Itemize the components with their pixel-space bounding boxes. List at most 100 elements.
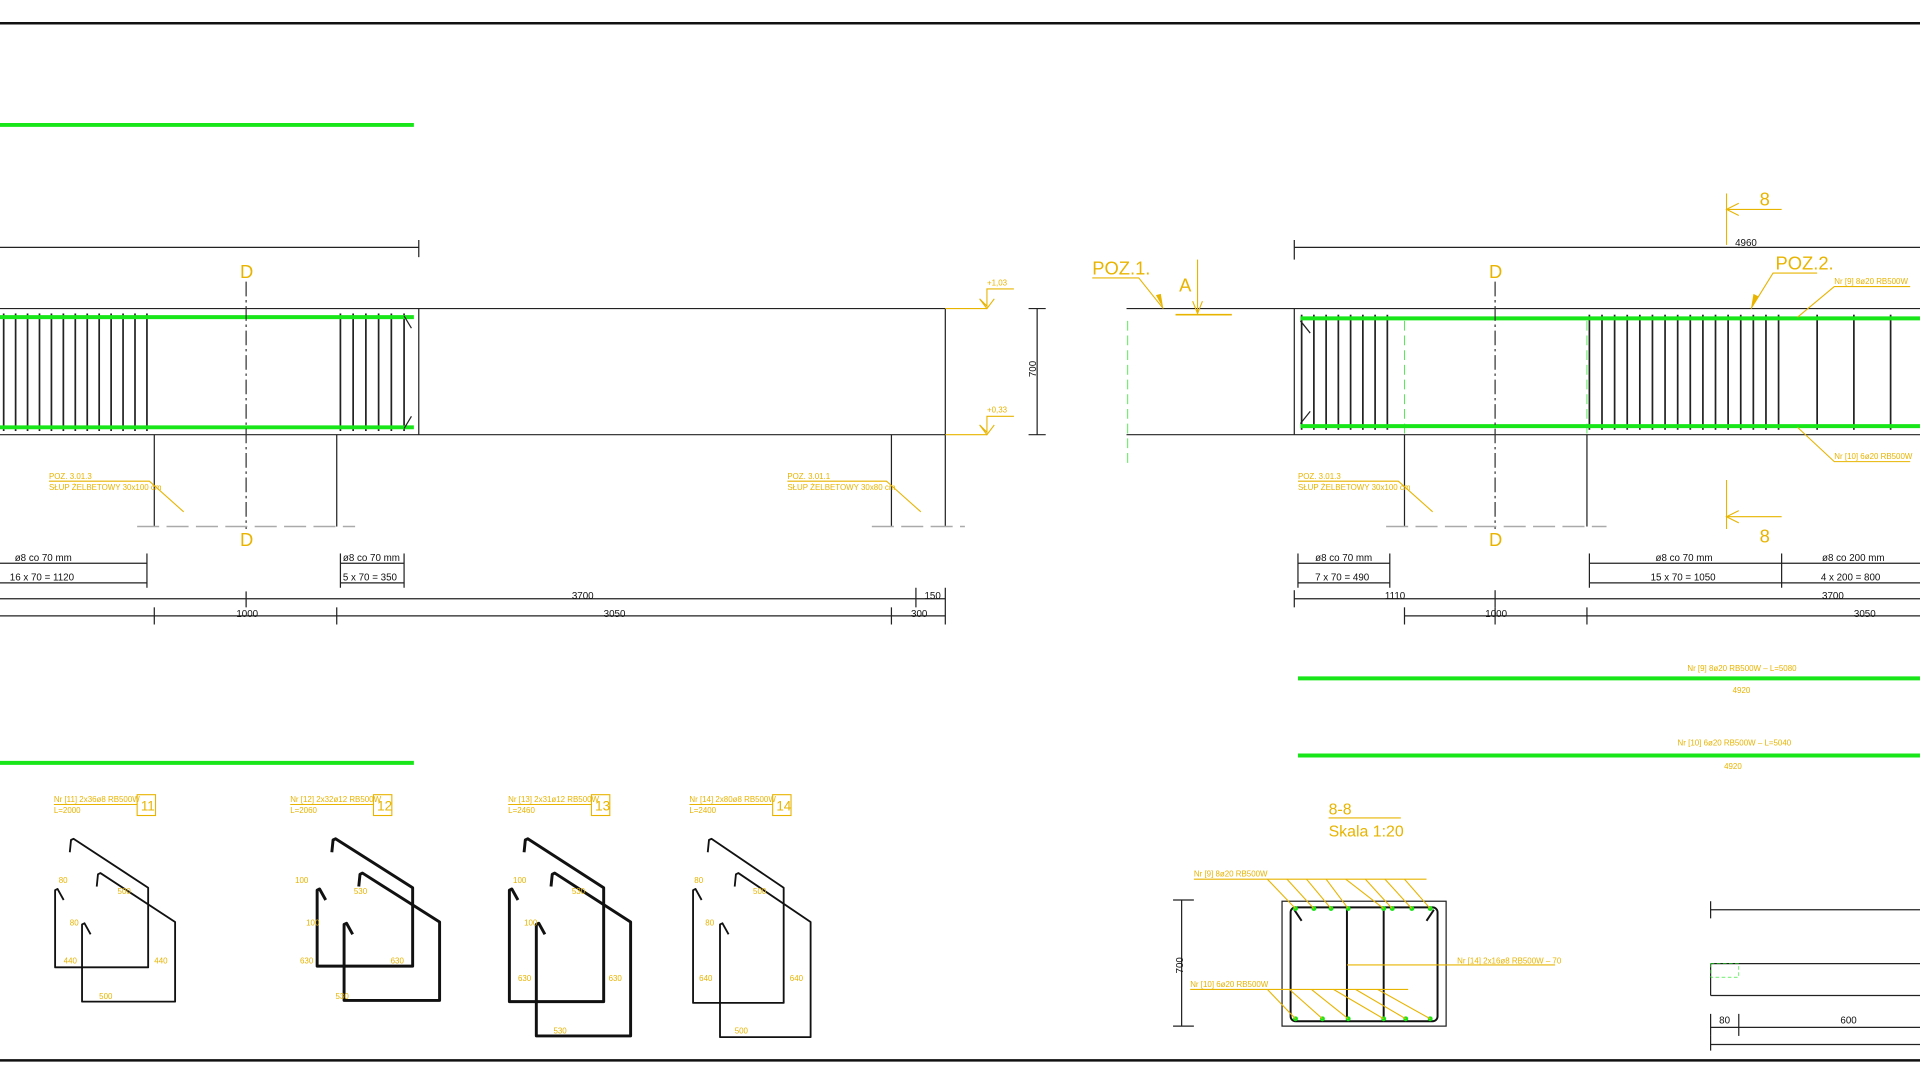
stirrup-mark: 13 [595, 799, 610, 814]
left-beam-elevation: D D POZ. 3.01.3 SŁUP ŻELBETOWY 30x100 cm… [0, 240, 1046, 625]
dim-value: 1000 [1485, 609, 1507, 620]
stirrup-length: L=2460 [508, 806, 535, 815]
stirrup-dim: 640 [790, 974, 804, 983]
stirrup-dim: 630 [518, 974, 532, 983]
stirrup-spacing: ø8 co 200 mm [1822, 553, 1885, 564]
stirrup-dim: 100 [513, 876, 527, 885]
column-pos-label: POZ. 3.01.3 [1298, 472, 1341, 481]
dim-value: 1110 [1385, 591, 1406, 602]
stirrup-label: Nr [14] 2x80ø8 RB500W [689, 795, 776, 804]
stirrup-length: L=2060 [290, 806, 317, 815]
bottom-bar-label: Nr [10] 6ø20 RB500W [1834, 452, 1913, 461]
top-bars-label: Nr [9] 8ø20 RB500W [1194, 870, 1268, 879]
detail-dim: 80 [1719, 1016, 1730, 1027]
stirrup-length: L=2400 [689, 806, 716, 815]
stirrup-spacing: ø8 co 70 mm [15, 553, 72, 564]
stirrup-bar [534, 871, 633, 1038]
stirrup-dim: 80 [705, 919, 714, 928]
stirrup-dim: 80 [70, 919, 79, 928]
dim-value: 3050 [604, 609, 626, 620]
dim-value: 3700 [1822, 591, 1844, 602]
stirrup-count: 15 x 70 = 1050 [1651, 572, 1717, 583]
stirrup-dim: 640 [699, 974, 713, 983]
dim-value: 1000 [236, 609, 258, 620]
stirrup-dim: 100 [306, 919, 320, 928]
right-beam-elevation: 4960 POZ.1. A 8 8 POZ.2. Nr [9] 8ø20 RB5… [1092, 189, 1920, 625]
stirrup-dim: 500 [735, 1026, 749, 1035]
bar-label: Nr [9] 8ø20 RB500W – L=5080 [1687, 664, 1797, 673]
stirrup-count: 4 x 200 = 800 [1821, 572, 1881, 583]
section-8-8: 8-8 Skala 1:20 700 Nr [9] 8ø20 RB500W Nr… [1173, 801, 1562, 1027]
stirrup-shape-11: Nr [11] 2x36ø8 RB500W L=2000 11 80 500 80 440 4… [53, 794, 177, 1003]
stirrup-spacing: ø8 co 70 mm [343, 553, 400, 564]
bar-schedule: Nr [9] 8ø20 RB500W – L=5080 4920 Nr [10]… [1297, 664, 1920, 771]
section-8-label: 8 [1760, 525, 1770, 546]
stirrup-spacing: ø8 co 70 mm [1315, 553, 1372, 564]
axis-label-top: D [240, 261, 253, 282]
detail-dim: 600 [1840, 1016, 1857, 1027]
section-a-label: A [1179, 274, 1192, 295]
stirrup-shapes: Nr [11] 2x36ø8 RB500W L=2000 11 80 500 80 440 4… [53, 794, 812, 1039]
stirrup-dim: 440 [64, 957, 78, 966]
section-8-label: 8 [1760, 189, 1770, 210]
stirrup-dim: 500 [118, 887, 132, 896]
overall-dim: 4960 [1735, 238, 1757, 249]
axis-label-top: D [1489, 261, 1502, 282]
axis-label-bottom: D [1489, 529, 1502, 550]
dim-value: 3700 [572, 591, 594, 602]
stirrup-dim: 500 [753, 887, 767, 896]
stirrup-dim: 530 [336, 992, 350, 1001]
column-pos-label: POZ. 3.01.3 [49, 472, 92, 481]
stirrup-dim: 80 [694, 876, 703, 885]
stirrup-dim: 530 [572, 887, 586, 896]
column-desc-label: SŁUP ŻELBETOWY 30x80 cm [787, 483, 895, 492]
column-pos-label: POZ. 3.01.1 [787, 472, 830, 481]
level-top: +1,03 [987, 278, 1008, 287]
stirrup-dim: 80 [59, 876, 68, 885]
top-bar-label: Nr [9] 8ø20 RB500W [1834, 277, 1908, 286]
stirrup-dim: 530 [354, 887, 368, 896]
stirrup-label: Nr [13] 2x31ø12 RB500W [508, 795, 599, 804]
stirrup-bar [719, 872, 812, 1039]
bar-length: 4920 [1733, 686, 1751, 695]
column-desc-label: SŁUP ŻELBETOWY 30x100 cm [49, 483, 162, 492]
dim-value: 3050 [1854, 609, 1876, 620]
stirrup-mark: 14 [776, 799, 791, 814]
section-title: 8-8 [1329, 801, 1352, 818]
bar-label: Nr [10] 6ø20 RB500W – L=5040 [1678, 739, 1792, 748]
stirrup-label: Nr [11] 2x36ø8 RB500W [54, 795, 140, 804]
section-scale: Skala 1:20 [1329, 823, 1404, 840]
stirrup-dim: 530 [553, 1026, 567, 1035]
stirrup-shape-13: Nr [13] 2x31ø12 RB500W L=2460 13 100 530 100 6… [507, 794, 633, 1038]
stirrup-bar [54, 837, 150, 969]
column-desc-label: SŁUP ŻELBETOWY 30x100 cm [1298, 483, 1411, 492]
stirrup-dim: 100 [295, 876, 309, 885]
height-dim: 700 [1028, 360, 1039, 377]
stirrup-bar [342, 871, 442, 1002]
bar-length: 4920 [1724, 762, 1742, 771]
stirrup-dim: 630 [391, 957, 405, 966]
stirrup-mark: 11 [141, 799, 155, 814]
stirrup-label: Nr [12] 2x32ø12 RB500W [290, 795, 381, 804]
stirrup-dim: 440 [154, 957, 168, 966]
bottom-bars-label: Nr [10] 6ø20 RB500W [1190, 980, 1269, 989]
stirrup-count: 5 x 70 = 350 [343, 572, 398, 583]
section-height-dim: 700 [1175, 957, 1186, 974]
stirrup-dim: 100 [524, 919, 538, 928]
stirrup-dim: 630 [300, 957, 314, 966]
stirrup-shape-14: Nr [14] 2x80ø8 RB500W L=2400 14 80 500 80 640 6… [689, 794, 812, 1039]
stirrup-count: 16 x 70 = 1120 [10, 572, 75, 583]
stirrup-bar [315, 837, 415, 968]
stirrup-label: Nr [14] 2x16ø8 RB500W – 70 [1457, 957, 1562, 966]
dim-value: 300 [911, 609, 928, 620]
stirrup-spacing: ø8 co 70 mm [1656, 553, 1713, 564]
stirrup-bar [81, 872, 177, 1003]
stirrup-count: 7 x 70 = 490 [1315, 572, 1370, 583]
poz2-label: POZ.2. [1776, 252, 1834, 273]
stirrup-bar [692, 837, 785, 1004]
poz1-label: POZ.1. [1092, 257, 1150, 278]
stirrup-dim: 500 [99, 992, 113, 1001]
stirrup-length: L=2000 [54, 806, 81, 815]
